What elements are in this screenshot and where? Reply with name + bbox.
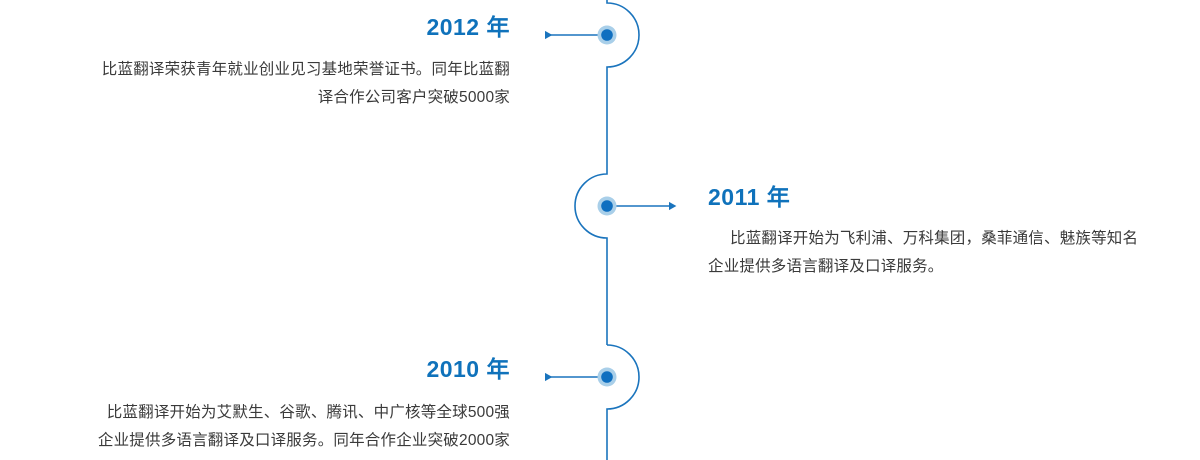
entry-body-line: 译合作公司客户突破5000家 [317, 89, 510, 106]
entry-body-line: 比蓝翻译荣获青年就业创业见习基地荣誉证书。同年比蓝翻 [101, 61, 510, 78]
node-core-icon [601, 29, 613, 41]
timeline-node-group [597, 25, 617, 387]
timeline-entry-2011: 2011 年 比蓝翻译开始为飞利浦、万科集团，桑菲通信、魅族等知名 企业提供多语… [708, 186, 1200, 281]
node-halo-icon [597, 367, 617, 387]
entry-body-line: 比蓝翻译开始为艾默生、谷歌、腾讯、中广核等全球500强 [106, 404, 510, 421]
entry-body-2010: 比蓝翻译开始为艾默生、谷歌、腾讯、中广核等全球500强 企业提供多语言翻译及口译… [0, 399, 510, 455]
year-label-2011: 2011 年 [708, 184, 791, 210]
node-core-icon [601, 200, 613, 212]
connector-arrow-group [545, 30, 677, 382]
year-label-2010: 2010 年 [426, 356, 510, 382]
entry-body-line: 企业提供多语言翻译及口译服务。 [708, 258, 944, 275]
timeline-node-2012[interactable] [597, 25, 617, 45]
timeline-entry-2012: 2012 年 比蓝翻译荣获青年就业创业见习基地荣誉证书。同年比蓝翻 译合作公司客… [0, 16, 510, 112]
node-core-icon [601, 371, 613, 383]
spine-loop-2010 [606, 344, 640, 460]
spine-path-group [574, 0, 640, 460]
entry-body-line: 企业提供多语言翻译及口译服务。同年合作企业突破2000家 [97, 432, 510, 449]
entry-body-line: 比蓝翻译开始为飞利浦、万科集团，桑菲通信、魅族等知名 [730, 230, 1139, 247]
timeline-node-2010[interactable] [597, 367, 617, 387]
year-label-2012: 2012 年 [426, 14, 510, 40]
node-halo-icon [597, 25, 617, 45]
spine-loop-2011 [574, 170, 608, 345]
node-halo-icon [597, 196, 617, 216]
timeline-entry-2010: 2010 年 比蓝翻译开始为艾默生、谷歌、腾讯、中广核等全球500强 企业提供多… [0, 358, 510, 455]
entry-body-2012: 比蓝翻译荣获青年就业创业见习基地荣誉证书。同年比蓝翻 译合作公司客户突破5000… [0, 56, 510, 112]
timeline-node-2011[interactable] [597, 196, 617, 216]
spine-loop-2012 [606, 0, 640, 170]
entry-body-2011: 比蓝翻译开始为飞利浦、万科集团，桑菲通信、魅族等知名 企业提供多语言翻译及口译服… [708, 225, 1200, 281]
